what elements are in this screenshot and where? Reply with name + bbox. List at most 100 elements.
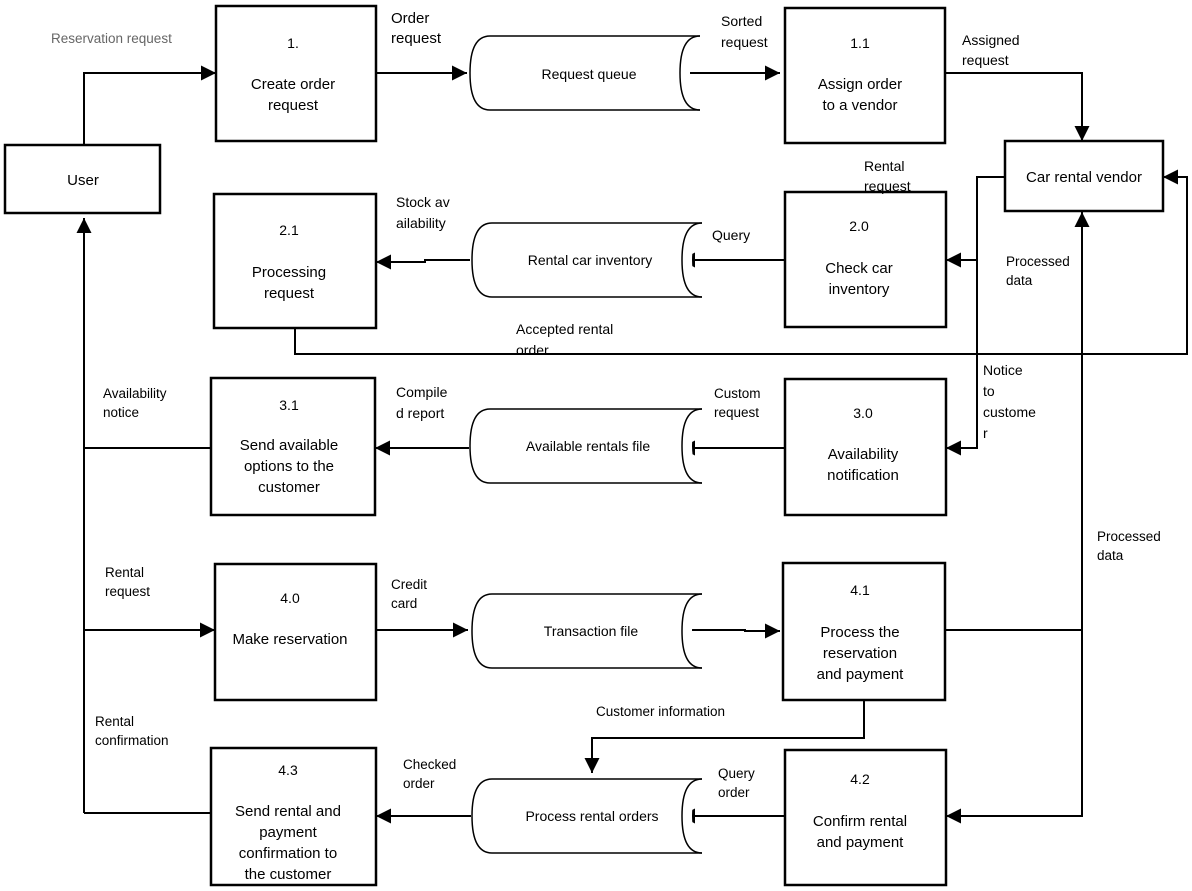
flow-assigned-request bbox=[945, 72, 1090, 141]
flow-accepted-rental-order bbox=[294, 169, 1188, 355]
flow-to-confirm-rental bbox=[946, 630, 1083, 824]
label-credit-card: Credit bbox=[391, 577, 427, 592]
flow-customer-information bbox=[584, 700, 865, 773]
process-line: and payment bbox=[817, 834, 905, 851]
process-line: Processing bbox=[252, 264, 326, 281]
data-store-rental-car-inventory[interactable]: Rental car inventory bbox=[471, 222, 703, 298]
label-customer-information: Customer information bbox=[596, 704, 725, 719]
process-line: Process the bbox=[820, 624, 899, 641]
label-rental-request-vendor: Rental bbox=[864, 158, 904, 174]
label-stock-availability: ailability bbox=[396, 215, 446, 231]
external-entity-car-rental-vendor[interactable]: Car rental vendor bbox=[1003, 139, 1165, 213]
process-number: 4.2 bbox=[850, 771, 870, 787]
process-line: notification bbox=[827, 467, 899, 484]
data-store-available-rentals-file[interactable]: Available rentals file bbox=[469, 408, 703, 484]
label-query-order: Query bbox=[718, 766, 755, 781]
process-line: options to the bbox=[244, 458, 334, 475]
process-number: 2.1 bbox=[279, 222, 299, 238]
process-line: Create order bbox=[251, 76, 335, 93]
label-stock-availability: Stock av bbox=[396, 194, 450, 210]
store-label: Process rental orders bbox=[525, 808, 658, 824]
label-checked-order: Checked bbox=[403, 757, 456, 772]
flow-transaction-to-process bbox=[680, 623, 780, 639]
process-line: Send rental and bbox=[235, 803, 341, 820]
process-line: Confirm rental bbox=[813, 813, 907, 830]
store-label: Rental car inventory bbox=[528, 252, 653, 268]
label-accepted-rental-order: Accepted rental bbox=[516, 321, 613, 337]
flow-lines bbox=[76, 65, 1188, 824]
label-sorted-request: request bbox=[721, 34, 768, 50]
external-entity-user[interactable]: User bbox=[3, 143, 162, 215]
label-processed-data-top: Processed bbox=[1006, 254, 1070, 269]
process-line: request bbox=[264, 285, 315, 302]
process-1-create-order-request[interactable]: 1. Create order request bbox=[214, 4, 378, 143]
process-line: confirmation to bbox=[239, 845, 337, 862]
process-4-0-make-reservation[interactable]: 4.0 Make reservation bbox=[213, 562, 378, 702]
label-custom-request: Custom bbox=[714, 386, 761, 401]
label-notice-to-customer: r bbox=[983, 425, 988, 441]
data-store-transaction-file[interactable]: Transaction file bbox=[471, 593, 703, 669]
process-number: 1.1 bbox=[850, 35, 870, 51]
process-3-0-availability-notification[interactable]: 3.0 Availability notification bbox=[783, 377, 948, 517]
label-query-order: order bbox=[718, 785, 750, 800]
process-line: and payment bbox=[817, 666, 905, 683]
process-line: Availability bbox=[828, 446, 899, 463]
label-accepted-rental-order: order bbox=[516, 342, 549, 358]
process-number: 1. bbox=[287, 35, 299, 51]
label-rental-request-vendor: request bbox=[864, 178, 911, 194]
label-availability-notice: notice bbox=[103, 405, 139, 420]
flow-notice-to-customer bbox=[946, 260, 978, 456]
process-line: inventory bbox=[829, 281, 890, 298]
process-line: Send available bbox=[240, 437, 338, 454]
label-assigned-request: Assigned bbox=[962, 32, 1020, 48]
process-line: reservation bbox=[823, 645, 897, 662]
label-custom-request: request bbox=[714, 405, 759, 420]
label-assigned-request: request bbox=[962, 52, 1009, 68]
label-query: Query bbox=[712, 227, 750, 243]
process-line: Check car bbox=[825, 260, 893, 277]
flow-stock-availability bbox=[376, 254, 470, 270]
data-store-request-queue[interactable]: Request queue bbox=[469, 35, 701, 111]
user-label: User bbox=[67, 172, 99, 189]
label-compiled-report: Compile bbox=[396, 384, 448, 400]
process-number: 4.0 bbox=[280, 590, 300, 606]
process-3-1-send-available-options[interactable]: 3.1 Send available options to the custom… bbox=[209, 376, 377, 517]
label-rental-confirmation: Rental bbox=[95, 714, 134, 729]
process-2-0-check-car-inventory[interactable]: 2.0 Check car inventory bbox=[783, 190, 948, 329]
process-line: Make reservation bbox=[232, 631, 347, 648]
label-order-request: request bbox=[391, 30, 442, 47]
process-4-2-confirm-rental-payment[interactable]: 4.2 Confirm rental and payment bbox=[783, 748, 948, 887]
process-line: customer bbox=[258, 479, 320, 496]
label-rental-request-user: Rental bbox=[105, 565, 144, 580]
process-line: request bbox=[268, 97, 319, 114]
flow-rental-request-vendor bbox=[946, 176, 1005, 268]
process-2-1-processing-request[interactable]: 2.1 Processing request bbox=[212, 192, 378, 330]
process-4-3-send-rental-confirmation[interactable]: 4.3 Send rental and payment confirmation… bbox=[209, 746, 378, 887]
flow-labels: Reservation request Order request Sorted… bbox=[51, 10, 1161, 800]
label-rental-confirmation: confirmation bbox=[95, 733, 169, 748]
process-1-1-assign-order[interactable]: 1.1 Assign order to a vendor bbox=[783, 6, 947, 145]
label-sorted-request: Sorted bbox=[721, 13, 762, 29]
label-processed-data-top: data bbox=[1006, 273, 1033, 288]
process-number: 3.1 bbox=[279, 397, 299, 413]
label-notice-to-customer: custome bbox=[983, 404, 1036, 420]
data-store-process-rental-orders[interactable]: Process rental orders bbox=[471, 778, 703, 854]
flow-user-to-create-order bbox=[83, 65, 216, 145]
process-number: 4.1 bbox=[850, 582, 870, 598]
label-availability-notice: Availability bbox=[103, 386, 167, 401]
process-number: 3.0 bbox=[853, 405, 873, 421]
label-processed-data-right: data bbox=[1097, 548, 1124, 563]
process-4-1-process-reservation-payment[interactable]: 4.1 Process the reservation and payment bbox=[781, 561, 947, 702]
process-line: payment bbox=[259, 824, 317, 841]
process-number: 4.3 bbox=[278, 762, 298, 778]
process-line: Assign order bbox=[818, 76, 902, 93]
store-label: Available rentals file bbox=[526, 438, 650, 454]
label-processed-data-right: Processed bbox=[1097, 529, 1161, 544]
process-number: 2.0 bbox=[849, 218, 869, 234]
store-label: Transaction file bbox=[544, 623, 639, 639]
process-line: the customer bbox=[245, 866, 332, 883]
label-compiled-report: d report bbox=[396, 405, 444, 421]
label-notice-to-customer: to bbox=[983, 383, 995, 399]
vendor-label: Car rental vendor bbox=[1026, 169, 1142, 186]
